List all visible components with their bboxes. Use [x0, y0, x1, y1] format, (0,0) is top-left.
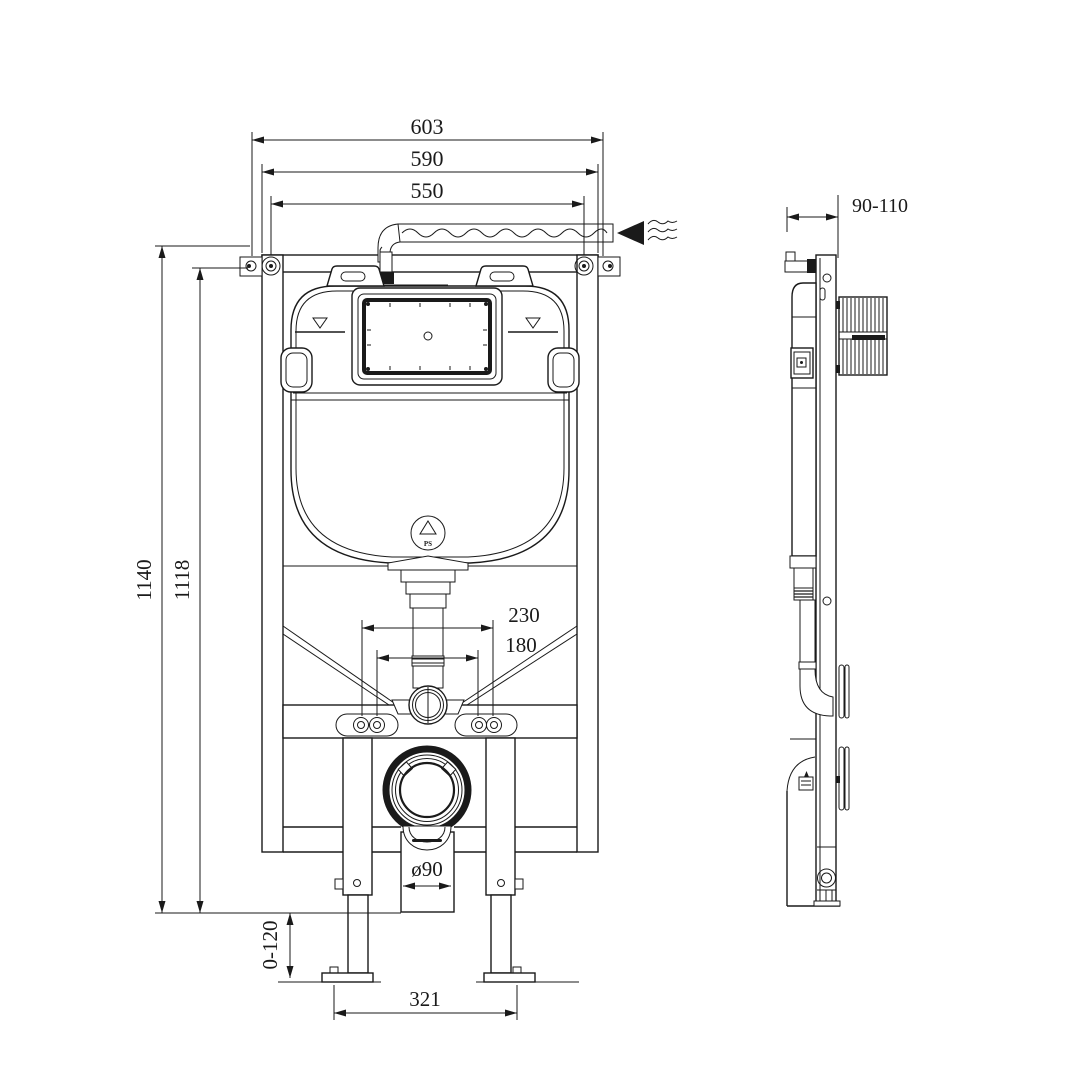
dim-fixing-outer: 230 — [361, 603, 540, 716]
water-supply-hose — [372, 223, 614, 286]
side-pipe-elbow — [799, 668, 834, 717]
side-clip-right — [547, 347, 580, 393]
waste-outlet — [382, 745, 472, 851]
dim-fixing-inner: 180 — [376, 633, 537, 716]
side-flush-button-box — [790, 347, 814, 379]
rail-slot — [819, 287, 826, 301]
frame-left-rail — [261, 254, 284, 853]
svg-text:1140: 1140 — [132, 559, 156, 600]
panel-pin-hole — [423, 331, 433, 341]
svg-text:603: 603 — [411, 114, 444, 139]
fixing-slot-left — [335, 713, 399, 737]
rail-hole-lower — [822, 596, 832, 606]
tank-ear-left — [326, 265, 385, 287]
side-inlet-valve — [798, 771, 814, 791]
svg-text:ø90: ø90 — [411, 857, 443, 881]
leg-left — [334, 737, 373, 974]
side-frame-rail — [815, 254, 837, 906]
side-clip-left — [280, 347, 313, 393]
side-threaded-boss — [836, 296, 888, 376]
flush-pipe — [387, 555, 469, 689]
side-flush-pipe — [789, 555, 834, 717]
tank-ear-right — [475, 265, 534, 287]
side-wall-bracket — [784, 251, 817, 273]
leg-lock-bolt-right — [514, 878, 524, 890]
dim-outlet-diameter: ø90 — [403, 857, 451, 890]
svg-text:0-120: 0-120 — [258, 921, 282, 970]
water-level-mark-left — [295, 317, 345, 333]
material-label: PS — [424, 540, 432, 548]
side-fixing-bracket-lower — [836, 746, 850, 811]
svg-text:590: 590 — [411, 146, 444, 171]
water-level-mark-right — [508, 317, 558, 333]
side-tank-profile — [791, 282, 817, 557]
recycle-triangle-icon — [419, 520, 437, 535]
anchor-bolt-right — [574, 256, 594, 276]
anchor-bolt-left — [261, 256, 281, 276]
dim-depth: 90-110 — [786, 195, 908, 258]
leg-lock-bolt-left — [334, 878, 344, 890]
diagonal-braces — [282, 625, 578, 706]
svg-text:230: 230 — [508, 603, 540, 627]
side-fixing-bracket-upper — [838, 664, 850, 719]
wall-bracket-left — [239, 256, 263, 277]
access-panel — [351, 287, 503, 386]
svg-text:321: 321 — [409, 987, 441, 1011]
outlet-clamp — [402, 825, 452, 851]
dim-width-overall: 603 — [251, 114, 604, 256]
frame-top-rail — [261, 254, 599, 273]
dim-width-frame: 590 — [261, 146, 599, 253]
water-wave-icon — [647, 219, 678, 225]
foot-right — [483, 966, 536, 983]
dim-width-bolts: 550 — [270, 178, 585, 255]
svg-text:90-110: 90-110 — [852, 195, 908, 217]
dim-height-overall: 1140 — [132, 245, 250, 913]
svg-text:180: 180 — [505, 633, 537, 657]
recycle-mark: PS — [410, 515, 446, 551]
foot-left — [321, 966, 374, 983]
frame-right-rail — [576, 254, 599, 853]
dimensions: 603 590 550 1140 1118 230 — [132, 114, 908, 1020]
rail-hole-upper — [822, 273, 832, 283]
fixing-holes — [353, 717, 502, 733]
leg-right — [485, 737, 524, 974]
svg-text:1118: 1118 — [170, 560, 194, 600]
water-inlet-arrow — [617, 219, 678, 245]
dim-foot-adjust: 0-120 — [258, 913, 294, 978]
dim-feet-span: 321 — [333, 985, 518, 1020]
wall-bracket-right — [597, 256, 621, 277]
side-foot — [813, 846, 841, 907]
side-view — [784, 251, 888, 907]
flush-elbow — [391, 685, 465, 725]
svg-text:550: 550 — [411, 178, 444, 203]
dim-height-frame: 1118 — [170, 267, 248, 913]
